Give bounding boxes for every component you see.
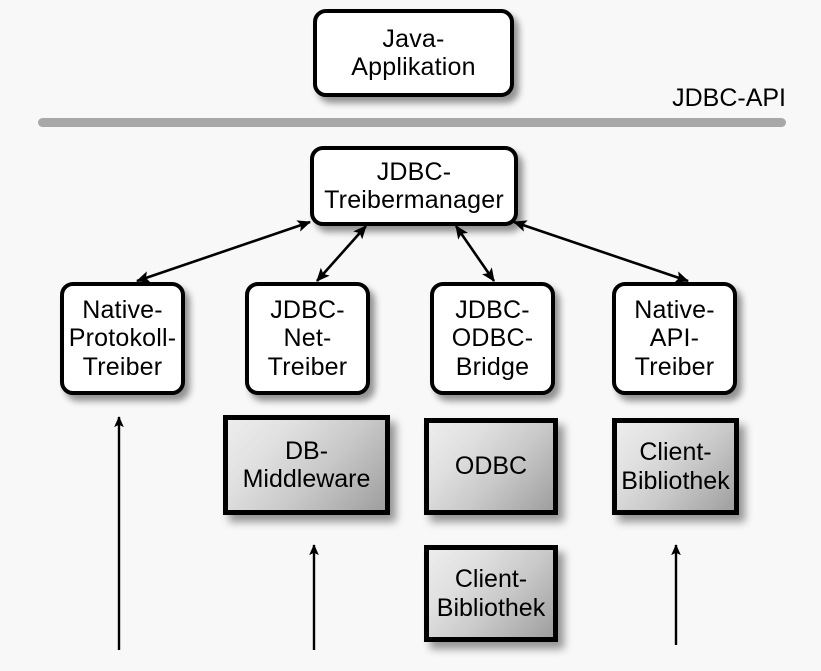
node-client-bibliothek-native-label: Client- Bibliothek: [621, 438, 730, 495]
node-native-protokoll-treiber-label: Native- Protokoll- Treiber: [68, 295, 177, 381]
node-jdbc-treibermanager[interactable]: JDBC- Treibermanager: [310, 146, 518, 226]
jdbc-api-label: JDBC-API: [672, 84, 786, 112]
node-client-bibliothek-odbc-label: Client- Bibliothek: [436, 565, 546, 622]
node-odbc[interactable]: ODBC: [424, 418, 558, 515]
node-odbc-label: ODBC: [454, 452, 528, 481]
node-java-application[interactable]: Java- Applikation: [313, 9, 514, 97]
node-jdbc-odbc-bridge[interactable]: JDBC- ODBC- Bridge: [430, 282, 555, 395]
node-db-middleware-label: DB- Middleware: [242, 436, 371, 494]
jdbc-api-boundary-line: [38, 118, 786, 127]
node-db-middleware[interactable]: DB- Middleware: [223, 415, 390, 515]
node-native-protokoll-treiber[interactable]: Native- Protokoll- Treiber: [60, 282, 185, 395]
node-native-api-treiber-label: Native- API- Treiber: [634, 295, 715, 381]
node-jdbc-net-treiber-label: JDBC- Net- Treiber: [267, 295, 348, 381]
connector-manager-native-api: [512, 220, 690, 283]
node-jdbc-odbc-bridge-label: JDBC- ODBC- Bridge: [451, 295, 534, 381]
node-java-application-label: Java- Applikation: [351, 24, 476, 82]
connector-manager-native-protokoll: [135, 220, 312, 283]
node-jdbc-treibermanager-label: JDBC- Treibermanager: [324, 157, 504, 215]
node-client-bibliothek-odbc[interactable]: Client- Bibliothek: [424, 545, 558, 642]
node-jdbc-net-treiber[interactable]: JDBC- Net- Treiber: [245, 282, 370, 395]
node-native-api-treiber[interactable]: Native- API- Treiber: [612, 282, 737, 395]
connector-manager-jdbc-odbc: [454, 225, 496, 282]
connector-manager-jdbc-net: [316, 225, 367, 282]
node-client-bibliothek-native[interactable]: Client- Bibliothek: [612, 418, 739, 515]
